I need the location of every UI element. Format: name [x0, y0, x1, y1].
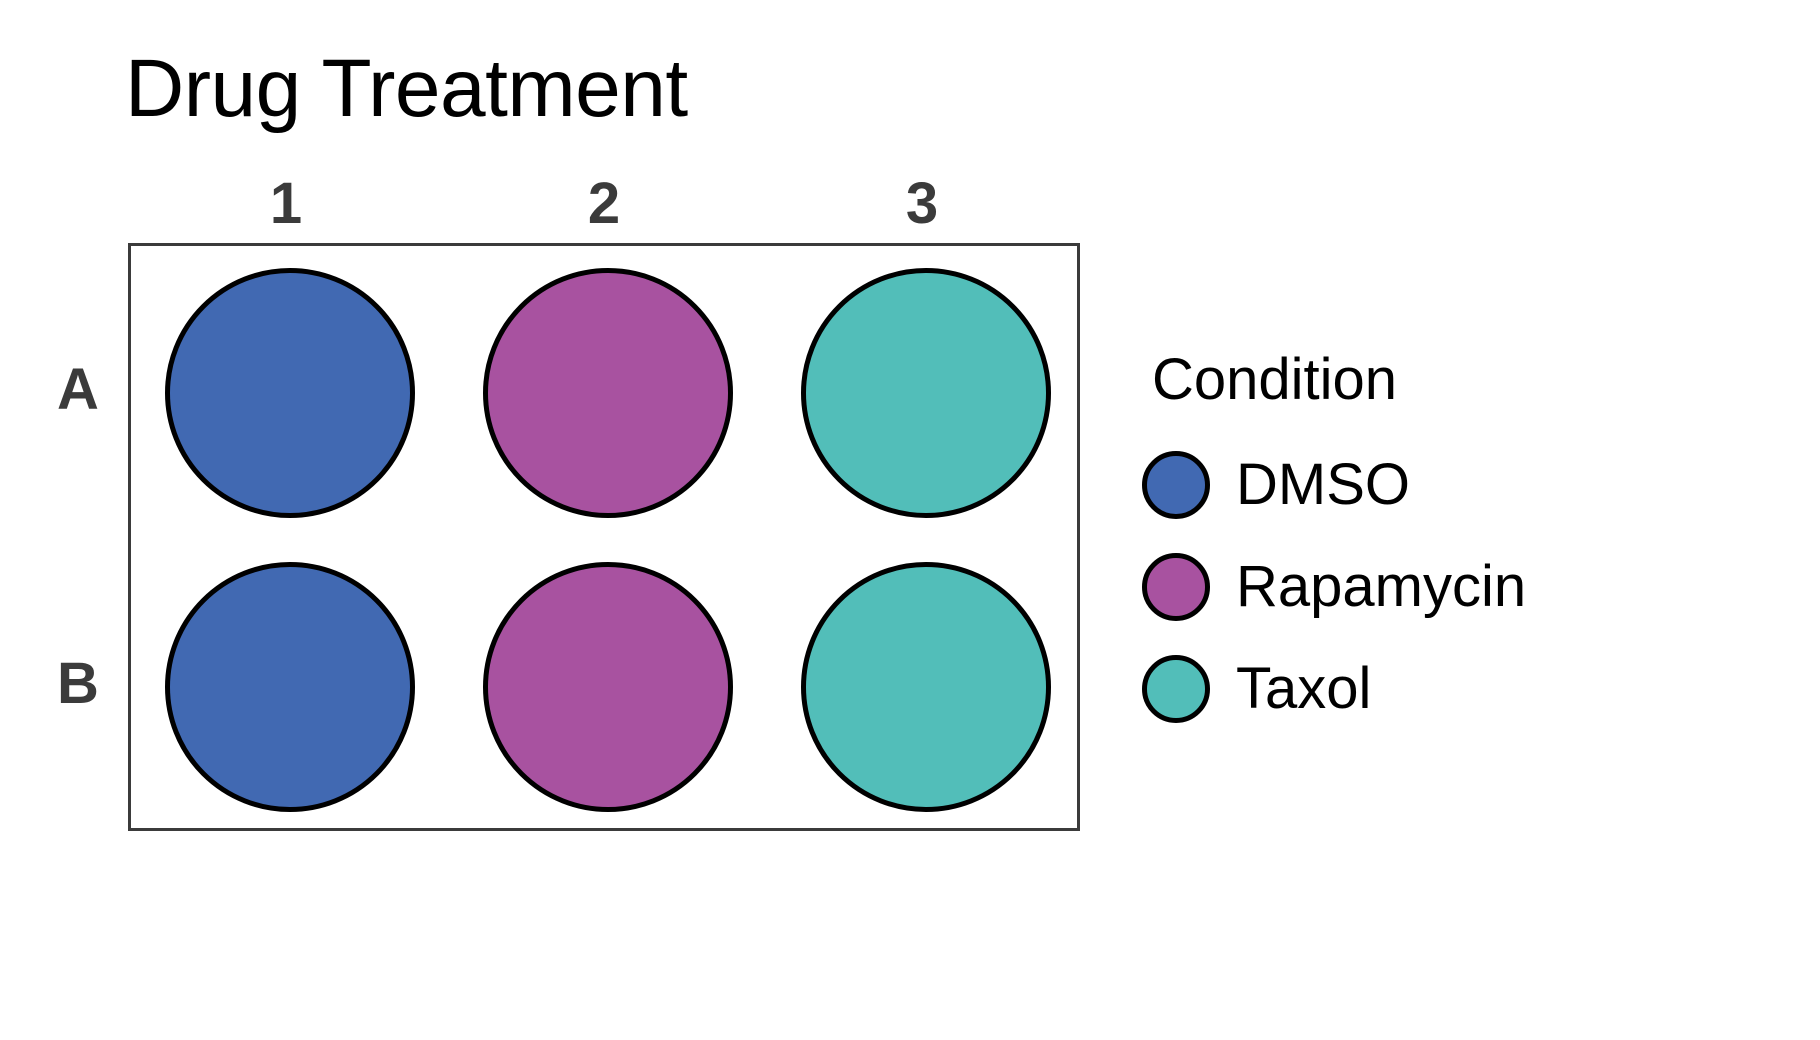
- legend-swatch-rapamycin: [1142, 553, 1210, 621]
- well-a1[interactable]: [165, 268, 415, 518]
- column-header-2: 2: [587, 171, 621, 236]
- legend-label-rapamycin: Rapamycin: [1236, 554, 1527, 619]
- column-header-3: 3: [905, 171, 939, 236]
- plate-panel: [128, 243, 1080, 831]
- column-header-row: 1 2 3: [128, 168, 1080, 240]
- legend-swatch-taxol: [1142, 655, 1210, 723]
- legend-item-rapamycin[interactable]: Rapamycin: [1142, 543, 1762, 631]
- legend-item-taxol[interactable]: Taxol: [1142, 645, 1762, 733]
- well-a3[interactable]: [801, 268, 1051, 518]
- row-header-a: A: [57, 357, 99, 422]
- legend-label-dmso: DMSO: [1236, 452, 1410, 517]
- well-b2[interactable]: [483, 562, 733, 812]
- legend-title: Condition: [1152, 347, 1398, 412]
- legend-item-dmso[interactable]: DMSO: [1142, 441, 1762, 529]
- column-header-1: 1: [269, 171, 303, 236]
- well-b3[interactable]: [801, 562, 1051, 812]
- page-title: Drug Treatment: [125, 43, 688, 134]
- row-header-column: A B: [28, 243, 128, 831]
- legend-swatch-dmso: [1142, 451, 1210, 519]
- row-header-b: B: [57, 651, 99, 716]
- legend: Condition DMSO Rapamycin Taxol: [1132, 243, 1772, 831]
- well-b1[interactable]: [165, 562, 415, 812]
- legend-label-taxol: Taxol: [1236, 656, 1372, 721]
- well-a2[interactable]: [483, 268, 733, 518]
